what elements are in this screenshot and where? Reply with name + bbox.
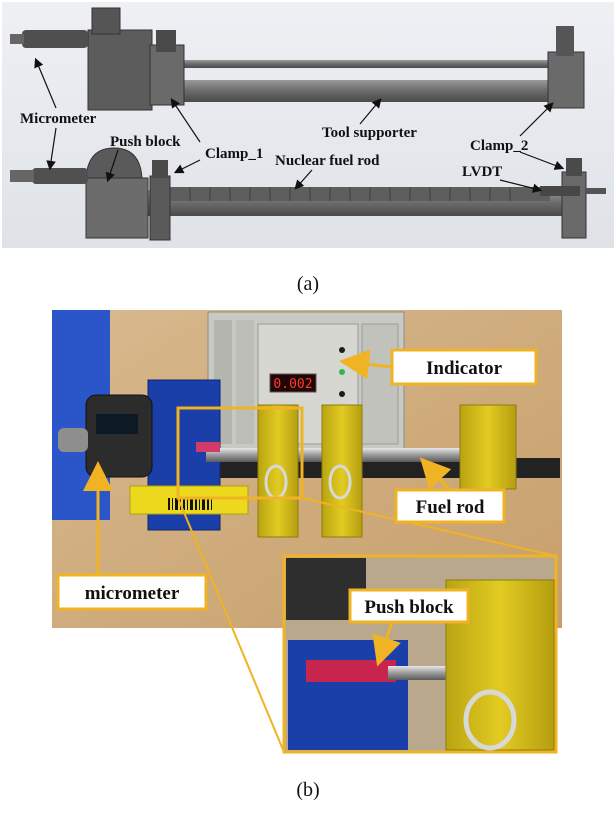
upper-clamp-1 (149, 44, 185, 106)
arrow-fuel-rod (419, 457, 452, 492)
label-clamp-1: Clamp_1 (205, 146, 263, 162)
upper-micrometer-barrel (22, 30, 88, 48)
micrometer-device (58, 394, 153, 478)
label-push-block: Push block (110, 134, 181, 150)
upper-assembly (10, 7, 585, 111)
fuel-rod-segments (169, 187, 511, 201)
rack-slot-2 (236, 320, 254, 444)
digital-display (269, 373, 317, 393)
upper-clamp-2 (547, 51, 585, 109)
lvdt-body (540, 186, 580, 196)
yellow-label-sticker (129, 485, 249, 515)
panel-a-cad-drawing: Micrometer Push block Clamp_1 Tool suppo… (2, 2, 614, 248)
callout-indicator-box (390, 348, 538, 386)
panel-knob-2 (339, 391, 345, 397)
arrow-tool-supporter (359, 98, 382, 125)
arrow-clamp-2-lower (519, 151, 565, 170)
lower-micrometer-barrel (32, 168, 88, 184)
arrow-push-block (105, 149, 119, 183)
lower-clamp-2-top (566, 158, 582, 176)
status-led-green (339, 369, 345, 375)
lower-assembly (10, 147, 606, 241)
upper-rail-top (150, 60, 570, 68)
display-reading: 0.002 (273, 377, 312, 392)
micrometer-thimble (58, 428, 88, 452)
arrow-clamp-2-upper (519, 102, 554, 137)
callout-fuel-rod-box (394, 488, 506, 524)
instrument-rack: 0.002 (207, 311, 405, 453)
upper-clamp-1-top (156, 30, 176, 52)
yellow-clamp-2 (321, 404, 363, 538)
caption-b: (b) (296, 779, 319, 801)
push-block-housing (85, 177, 149, 239)
label-lvdt: LVDT (462, 164, 502, 180)
panel-knob-1 (339, 347, 345, 353)
label-micrometer: Micrometer (20, 111, 97, 127)
arrow-micrometer-upper (34, 57, 57, 109)
label-tool-supporter: Tool supporter (322, 125, 417, 141)
callout-push-block: Push block (364, 597, 454, 618)
micrometer-housing (85, 394, 153, 478)
arrow-indicator (339, 349, 393, 380)
callout-micrometer-box (56, 573, 208, 611)
lower-clamp-1 (149, 175, 171, 241)
yellow-clamp-3 (459, 404, 517, 490)
arrow-nuclear-fuel-rod (294, 169, 313, 190)
inset-red-push-block (306, 660, 396, 682)
callout-micrometer: micrometer (85, 583, 180, 604)
upper-micrometer-thimble (10, 34, 24, 44)
upper-clamp-2-top (556, 26, 574, 56)
tool-supporter-rail (150, 80, 570, 102)
inset-blue-block (288, 640, 408, 750)
lvdt-tail (586, 188, 606, 194)
micrometer-lcd (96, 414, 138, 434)
arrow-micrometer-lower (46, 127, 57, 171)
zoom-connector-right (301, 497, 557, 557)
red-push-block (196, 442, 220, 452)
callout-indicator: Indicator (426, 358, 503, 379)
arrow-push-block (372, 621, 401, 667)
callout-fuel-rod: Fuel rod (416, 497, 485, 518)
label-nuclear-fuel-rod: Nuclear fuel rod (275, 153, 380, 169)
callout-push-block-box (348, 588, 470, 624)
lower-micrometer-thimble (10, 170, 34, 182)
inset-clamp-latch (463, 689, 517, 751)
lower-clamp-2 (561, 171, 587, 239)
upper-block-left (87, 29, 153, 111)
upper-micrometer-head (91, 7, 121, 35)
lower-clamp-1-top (152, 160, 168, 178)
inset-zoom: Push block (282, 554, 558, 754)
zoom-connector-left (177, 497, 285, 753)
barcode (168, 498, 212, 510)
caption-a: (a) (297, 273, 319, 295)
label-clamp-2: Clamp_2 (470, 138, 528, 154)
arrow-clamp-1-upper (170, 98, 201, 143)
yellow-clamp-1 (257, 404, 299, 538)
arrow-lvdt (499, 179, 543, 193)
arrow-clamp-1-lower (173, 159, 201, 174)
clamp-2-latch (328, 464, 352, 500)
zoom-highlight-box (176, 406, 304, 500)
